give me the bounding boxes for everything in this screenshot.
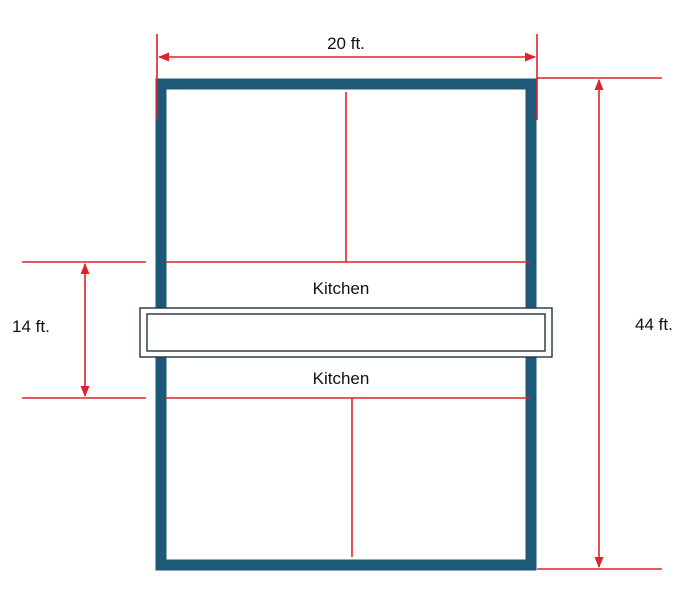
height-dimension-label: 44 ft. [635,315,673,334]
gap-dimension-label: 14 ft. [12,317,50,336]
height-dimension [537,77,662,570]
island-outer-outline [139,307,553,358]
kitchen-island [139,307,553,358]
width-dimension [156,34,538,120]
upper-kitchen-label: Kitchen [313,279,370,298]
island-inner-outline [146,313,546,352]
room-divider-lines [22,92,530,557]
lower-kitchen-label: Kitchen [313,369,370,388]
width-dimension-label: 20 ft. [327,34,365,53]
